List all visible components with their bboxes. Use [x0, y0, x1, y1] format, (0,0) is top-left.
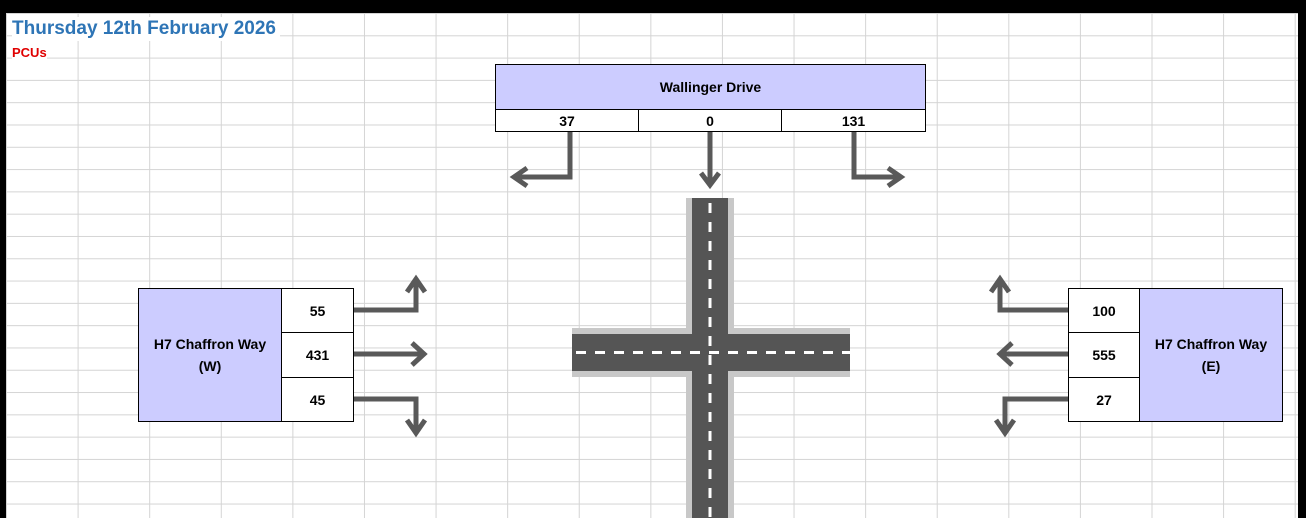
east-left-turn-arrow-icon — [1005, 399, 1068, 430]
west-ahead-volume-cell: 431 — [281, 332, 354, 378]
spreadsheet-canvas: Thursday 12th February 2026 PCUs — [6, 13, 1298, 518]
west-right-turn-arrow-icon — [354, 399, 416, 430]
west-arm-name: H7 Chaffron Way (W) — [147, 333, 273, 377]
north-ahead-volume: 0 — [706, 113, 714, 129]
east-right-volume-cell: 100 — [1068, 288, 1140, 333]
north-left-volume: 37 — [559, 113, 575, 129]
north-right-volume: 131 — [842, 113, 865, 129]
east-ahead-volume: 555 — [1092, 347, 1115, 363]
west-right-volume-cell: 45 — [281, 377, 354, 422]
east-left-volume: 27 — [1096, 392, 1112, 408]
east-arm-name: H7 Chaffron Way (E) — [1148, 333, 1274, 377]
west-left-volume: 55 — [310, 303, 326, 319]
west-right-volume: 45 — [310, 392, 326, 408]
north-arm-name: Wallinger Drive — [660, 76, 761, 98]
west-ahead-volume: 431 — [306, 347, 329, 363]
east-left-volume-cell: 27 — [1068, 377, 1140, 422]
west-arm-name-cell: H7 Chaffron Way (W) — [138, 288, 282, 422]
north-ahead-volume-cell: 0 — [638, 109, 782, 132]
west-left-volume-cell: 55 — [281, 288, 354, 333]
north-arm-name-cell: Wallinger Drive — [495, 64, 926, 110]
east-right-turn-arrow-icon — [1000, 281, 1068, 310]
east-right-volume: 100 — [1092, 303, 1115, 319]
crossroads-icon — [572, 198, 850, 518]
east-arm-name-cell: H7 Chaffron Way (E) — [1139, 288, 1283, 422]
west-left-turn-arrow-icon — [354, 281, 416, 310]
east-ahead-volume-cell: 555 — [1068, 332, 1140, 378]
north-right-volume-cell: 131 — [781, 109, 926, 132]
north-left-volume-cell: 37 — [495, 109, 639, 132]
